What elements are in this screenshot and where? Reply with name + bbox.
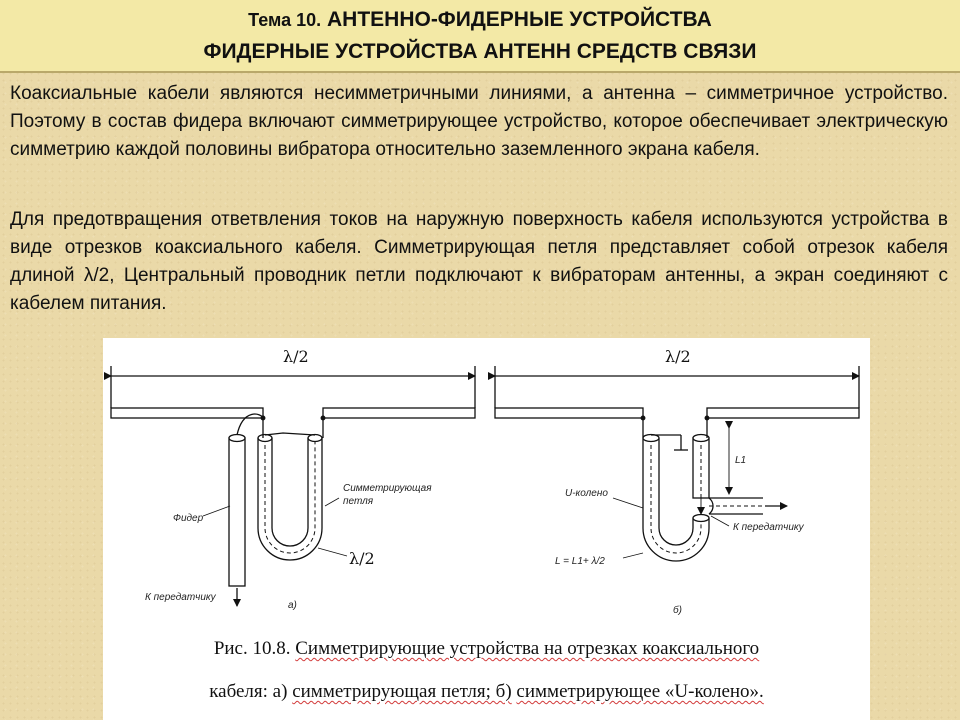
caption-prefix: Рис. 10.8. (213, 638, 291, 659)
paragraph-2: Для предотвращения ответвления токов на … (10, 209, 948, 314)
caption-part-2: симметрирующая петля; б) (292, 681, 512, 702)
caption-line-1: Рис. 10.8. Симметрирующие устройства на … (103, 638, 870, 660)
dimension-left: λ/2 (283, 347, 309, 366)
sublabel-a: а) (288, 600, 297, 611)
caption-line-2: кабеля: а) симметрирующая петля; б) симм… (103, 681, 870, 703)
label-tx-right: К передатчику (733, 522, 805, 533)
caption-line1-rest: Симметрирующие устройства на отрезках ко… (295, 638, 760, 659)
figure-diagram: λ/2 Симметрирующая петля Фидер λ/2 К пер… (104, 347, 860, 616)
sublabel-b: б) (673, 604, 682, 616)
dimension-right: λ/2 (665, 347, 691, 366)
label-formula: L = L1+ λ/2 (555, 556, 605, 567)
label-tx-left: К передатчику (145, 592, 217, 603)
slide-header: Тема 10. АНТЕННО-ФИДЕРНЫЕ УСТРОЙСТВА ФИД… (0, 0, 960, 73)
label-u-bend: U-колено (565, 488, 608, 499)
paragraph-1: Коаксиальные кабели являются несимметрич… (10, 83, 948, 160)
topic-title: АНТЕННО-ФИДЕРНЫЕ УСТРОЙСТВА (326, 8, 712, 31)
label-l1: L1 (735, 455, 746, 466)
header-subtitle: ФИДЕРНЫЕ УСТРОЙСТВА АНТЕНН СРЕДСТВ СВЯЗИ (203, 40, 757, 63)
label-feeder: Фидер (173, 513, 204, 524)
diagram-right (488, 366, 860, 562)
label-loop-line2: петля (343, 496, 374, 507)
label-loop-line1: Симметрирующая (343, 483, 432, 494)
caption-part-3: симметрирующее «U-колено». (516, 681, 764, 702)
topic-prefix: Тема 10. (248, 10, 322, 30)
diagram-left (104, 366, 476, 607)
caption-part-1: кабеля: а) (209, 681, 288, 702)
header-title: Тема 10. АНТЕННО-ФИДЕРНЫЕ УСТРОЙСТВА (0, 8, 960, 32)
label-loop-length: λ/2 (349, 549, 375, 568)
figure-10-8: λ/2 Симметрирующая петля Фидер λ/2 К пер… (103, 338, 870, 720)
